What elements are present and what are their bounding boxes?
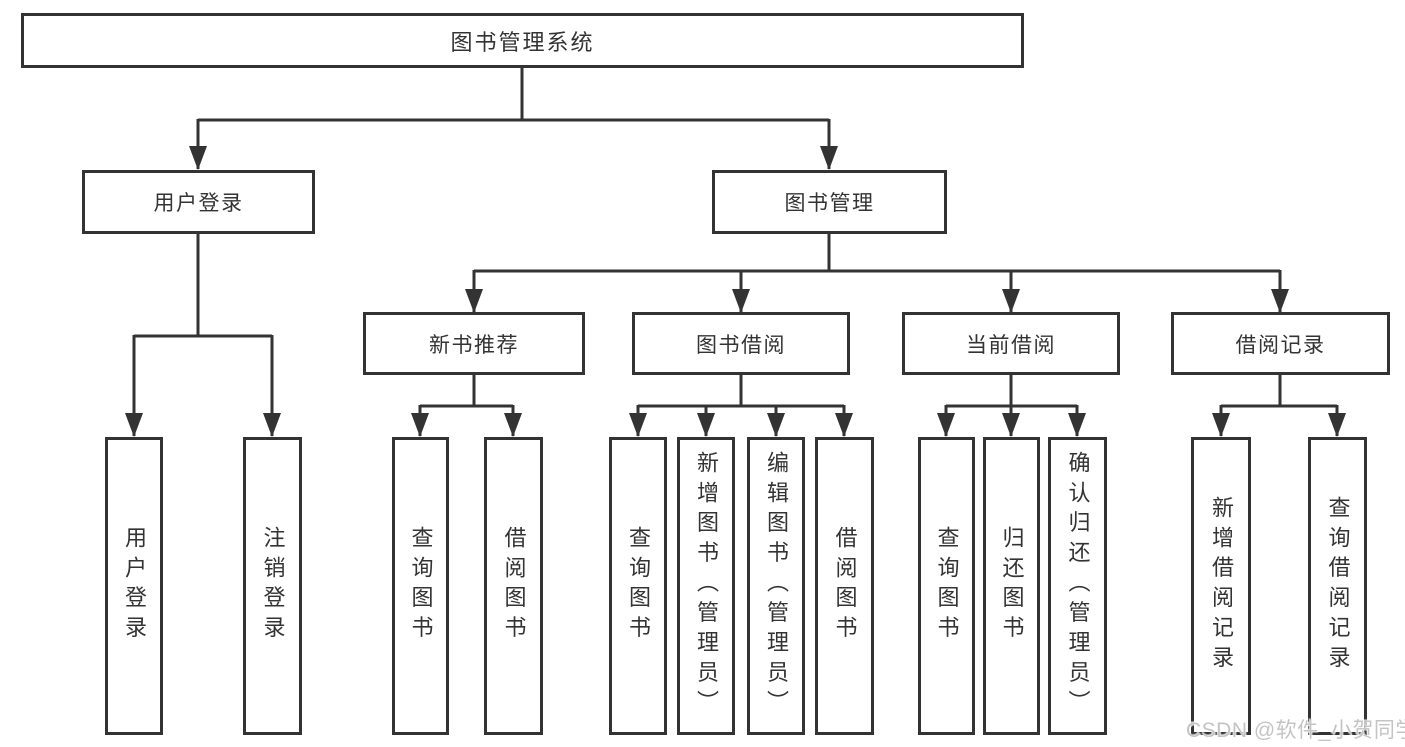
leaf-user-login: 用户登录	[105, 437, 163, 735]
node-user-login: 用户登录	[82, 170, 315, 234]
connector-book-borrow-branch	[638, 375, 844, 408]
leaf-bb-query: 查询图书	[609, 437, 667, 735]
leaf-cb-return: 归还图书	[983, 437, 1040, 735]
node-book-borrow-label: 图书借阅	[696, 333, 786, 357]
node-book-borrow: 图书借阅	[632, 312, 850, 375]
leaf-user-login-label: 用户登录	[122, 526, 147, 646]
csdn-watermark: CSDN @软件_小贺同学	[1186, 719, 1405, 742]
connector-new-book-branch	[420, 375, 513, 408]
leaf-nb-borrow: 借阅图书	[484, 437, 543, 735]
leaf-br-query-label: 查询借阅记录	[1325, 496, 1351, 676]
leaf-br-query: 查询借阅记录	[1308, 437, 1367, 735]
node-borrow-record-label: 借阅记录	[1235, 333, 1326, 357]
node-new-book-rec: 新书推荐	[363, 312, 585, 375]
connector-book-mgmt-branch	[474, 234, 1280, 273]
leaf-br-add-label: 新增借阅记录	[1209, 496, 1234, 676]
leaf-bb-borrow: 借阅图书	[815, 437, 874, 735]
node-root: 图书管理系统	[21, 13, 1024, 68]
leaf-logout-label: 注销登录	[260, 526, 286, 646]
leaf-cb-confirm: 确认归还（管理员）	[1048, 437, 1107, 735]
leaf-cb-return-label: 归还图书	[999, 526, 1025, 646]
leaf-cb-query-label: 查询图书	[934, 526, 960, 646]
leaf-logout: 注销登录	[243, 437, 302, 735]
leaf-cb-confirm-label: 确认归还（管理员）	[1065, 451, 1091, 721]
node-user-login-label: 用户登录	[153, 192, 244, 215]
leaf-bb-edit: 编辑图书（管理员）	[747, 437, 805, 735]
leaf-bb-borrow-label: 借阅图书	[832, 526, 858, 646]
node-current-borrow: 当前借阅	[902, 312, 1120, 375]
node-current-borrow-label: 当前借阅	[966, 333, 1056, 357]
leaf-nb-borrow-label: 借阅图书	[501, 526, 527, 646]
node-book-mgmt: 图书管理	[712, 170, 947, 234]
node-borrow-record: 借阅记录	[1171, 312, 1390, 375]
connector-user-login-branch	[134, 234, 272, 338]
connector-current-borrow-branch	[946, 375, 1077, 408]
node-book-mgmt-label: 图书管理	[784, 192, 875, 215]
node-root-label: 图书管理系统	[450, 29, 595, 55]
connector-borrow-record-branch	[1221, 375, 1337, 408]
connector-root-branch	[198, 68, 829, 122]
leaf-bb-add-label: 新增图书（管理员）	[694, 451, 719, 721]
node-new-book-rec-label: 新书推荐	[429, 333, 519, 357]
leaf-br-add: 新增借阅记录	[1191, 437, 1251, 735]
leaf-cb-query: 查询图书	[918, 437, 975, 735]
leaf-bb-edit-label: 编辑图书（管理员）	[764, 451, 789, 721]
leaf-nb-query-label: 查询图书	[408, 526, 434, 646]
leaf-bb-add: 新增图书（管理员）	[677, 437, 735, 735]
leaf-bb-query-label: 查询图书	[626, 526, 651, 646]
leaf-nb-query: 查询图书	[392, 437, 449, 735]
